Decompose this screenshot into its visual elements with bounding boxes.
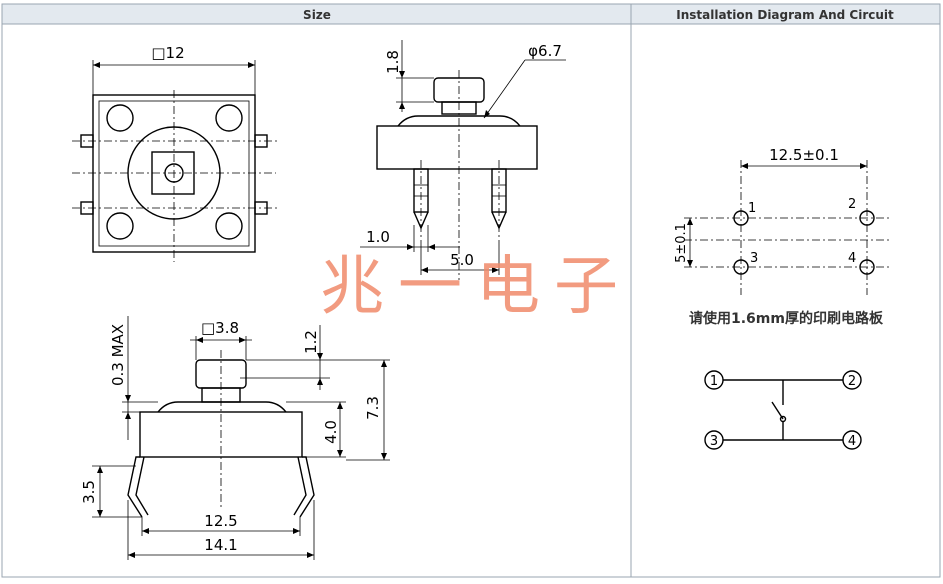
dim-12-5-pm: 12.5±0.1 [769,146,839,164]
dim-square-12: □12 [151,44,184,62]
watermark-text: 兆一电子 [320,250,632,324]
pad-hole-2 [859,210,875,226]
dim-3-5: 3.5 [80,480,98,504]
dim-square-3-8: □3.8 [201,319,239,337]
dim-1-8: 1.8 [384,50,402,74]
pad-label-2: 2 [848,197,856,212]
outer-frame [1,3,941,578]
pad-hole-4 [859,259,875,275]
dim-0-3-max: 0.3 MAX [109,324,127,386]
dim-12-5: 12.5 [204,512,237,530]
side-view: 1.8 φ6.7 1.0 5.0 [360,40,566,280]
pad-label-1: 1 [748,201,756,216]
pad-hole-3 [733,259,749,275]
header-bar [1,3,941,25]
dim-5-0: 5.0 [450,251,474,269]
dim-5-pm: 5±0.1 [674,223,689,263]
installation-pattern: 1 2 3 4 12.5±0.1 5±0.1 请使用1.6mm厚的印刷电路板 [674,146,890,327]
pad-label-4: 4 [848,251,856,266]
header-size: Size [303,8,331,22]
dim-14-1: 14.1 [204,536,237,554]
pad-hole-1 [733,210,749,226]
front-view: □3.8 0.3 MAX 1.2 4.0 7.3 3.5 [80,316,390,560]
top-view: □12 [72,44,280,262]
circuit-diagram: 1 2 3 4 [704,370,862,450]
header-install: Installation Diagram And Circuit [676,8,894,22]
pcb-note: 请使用1.6mm厚的印刷电路板 [689,310,884,327]
dim-phi-6-7: φ6.7 [528,42,562,60]
dim-1-0: 1.0 [366,228,390,246]
circuit-node-1: 1 [710,374,718,389]
dim-7-3: 7.3 [364,396,382,420]
switch-contact [771,401,784,420]
dim-4-0: 4.0 [322,420,340,444]
circuit-node-2: 2 [848,374,856,389]
circuit-node-4: 4 [848,434,856,449]
pad-label-3: 3 [750,251,758,266]
dim-1-2: 1.2 [302,330,320,354]
circuit-node-3: 3 [710,434,718,449]
